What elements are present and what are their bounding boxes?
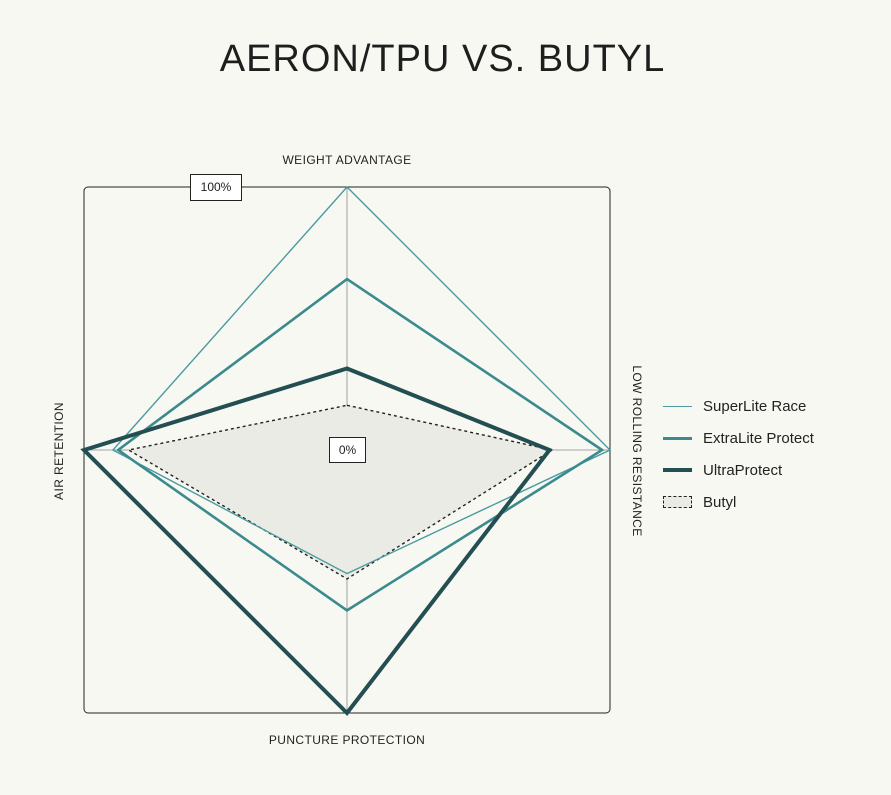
axis-label-weight-advantage: WEIGHT ADVANTAGE	[282, 153, 412, 167]
scale-min-label: 0%	[329, 437, 366, 463]
legend-item: Butyl	[663, 486, 814, 518]
legend-swatch-extralite-protect	[663, 436, 692, 440]
legend-label: UltraProtect	[703, 461, 783, 479]
series-extralite-protect	[115, 277, 605, 612]
series-layer	[80, 185, 612, 717]
chart-title: AERON/TPU VS. BUTYL	[219, 38, 666, 80]
legend-item: ExtraLite Protect	[663, 422, 814, 454]
axis-label-puncture-protection: PUNCTURE PROTECTION	[268, 733, 426, 747]
legend-swatch-butyl	[663, 496, 692, 508]
series-butyl	[126, 404, 554, 580]
legend-swatch-superlite-race	[663, 405, 692, 407]
series-superlite-race	[111, 185, 612, 575]
series-ultraprotect	[80, 366, 553, 717]
legend-label: SuperLite Race	[703, 397, 807, 415]
legend-swatch-ultraprotect	[663, 468, 692, 472]
scale-max-label: 100%	[190, 174, 242, 201]
legend-label: ExtraLite Protect	[703, 429, 814, 447]
legend: SuperLite Race ExtraLite Protect UltraPr…	[663, 390, 814, 518]
legend-item: UltraProtect	[663, 454, 814, 486]
legend-item: SuperLite Race	[663, 390, 814, 422]
legend-label: Butyl	[703, 493, 737, 511]
